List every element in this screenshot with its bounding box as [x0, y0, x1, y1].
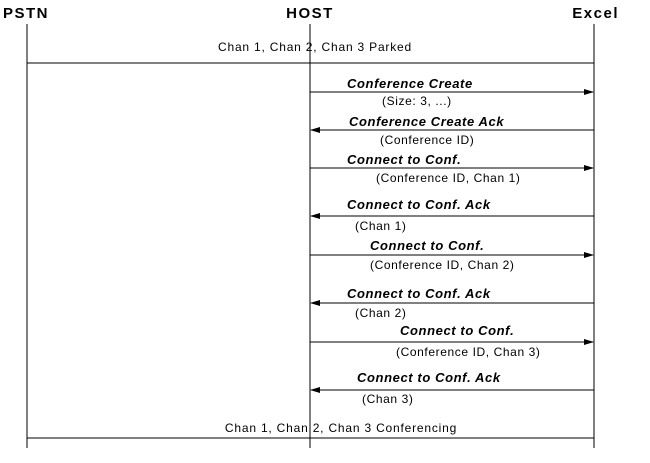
message-label: Connect to Conf.	[370, 238, 484, 253]
message-label: Conference Create Ack	[349, 114, 504, 129]
party-label-host: HOST	[286, 5, 334, 22]
message-params: (Conference ID, Chan 1)	[376, 171, 521, 185]
message-params: (Chan 2)	[355, 306, 407, 320]
message-label: Connect to Conf.	[347, 152, 461, 167]
message-label: Connect to Conf. Ack	[357, 370, 501, 385]
message-label: Conference Create	[347, 76, 473, 91]
message-params: (Chan 1)	[355, 219, 407, 233]
message-params: (Conference ID)	[380, 133, 474, 147]
message-params: (Chan 3)	[362, 392, 414, 406]
party-label-excel: Excel	[572, 5, 619, 22]
message-label: Connect to Conf. Ack	[347, 286, 491, 301]
message-label: Connect to Conf. Ack	[347, 197, 491, 212]
span-label-conferencing: Chan 1, Chan 2, Chan 3 Conferencing	[225, 421, 457, 435]
message-params: (Size: 3, ...)	[382, 94, 452, 108]
span-label-parked: Chan 1, Chan 2, Chan 3 Parked	[218, 40, 412, 54]
message-params: (Conference ID, Chan 2)	[370, 258, 515, 272]
message-label: Connect to Conf.	[400, 323, 514, 338]
party-label-pstn: PSTN	[3, 5, 49, 22]
message-params: (Conference ID, Chan 3)	[396, 345, 541, 359]
